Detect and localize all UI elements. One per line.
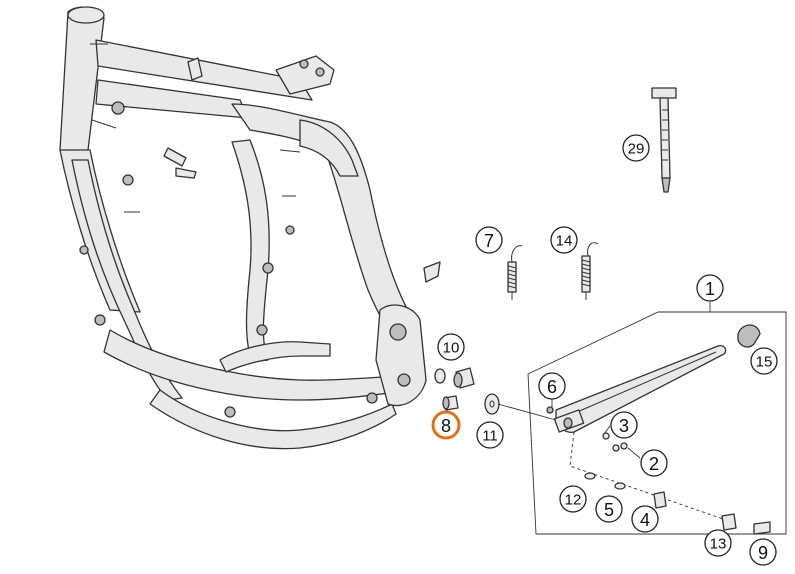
callout-10: 10 [437,333,465,361]
callout-9: 9 [749,538,777,566]
callout-4: 4 [631,505,659,533]
motorcycle-frame [59,6,441,450]
svg-text:3: 3 [619,416,629,436]
svg-text:2: 2 [649,454,659,474]
callout-1: 1 [696,274,724,302]
svg-text:7: 7 [484,231,494,251]
callout-5: 5 [595,495,623,523]
side-stand-assembly [527,311,787,535]
svg-text:8: 8 [441,416,451,436]
svg-text:12: 12 [565,492,582,509]
callout-2: 2 [640,449,668,477]
svg-text:29: 29 [628,141,645,158]
callout-6: 6 [538,372,566,400]
callout-8: 8 [431,410,461,440]
svg-text:11: 11 [482,428,498,445]
svg-text:1: 1 [705,279,715,299]
special-tool [651,87,677,193]
callout-14: 14 [550,226,578,254]
callout-3: 3 [610,411,638,439]
svg-text:14: 14 [556,233,573,250]
svg-text:5: 5 [604,500,614,520]
svg-text:9: 9 [758,543,768,563]
svg-text:13: 13 [710,536,727,553]
callout-15: 15 [750,347,778,375]
svg-text:4: 4 [640,510,650,530]
leader-lines [497,302,711,459]
callout-7: 7 [475,226,503,254]
callout-13: 13 [704,529,732,557]
svg-text:15: 15 [756,354,773,371]
stand-springs [507,242,599,300]
svg-text:6: 6 [547,377,557,397]
callout-12: 12 [559,485,587,513]
svg-text:10: 10 [443,340,460,357]
mounting-hardware [434,367,500,415]
callout-11: 11 [476,421,504,449]
callout-29: 29 [622,134,650,162]
